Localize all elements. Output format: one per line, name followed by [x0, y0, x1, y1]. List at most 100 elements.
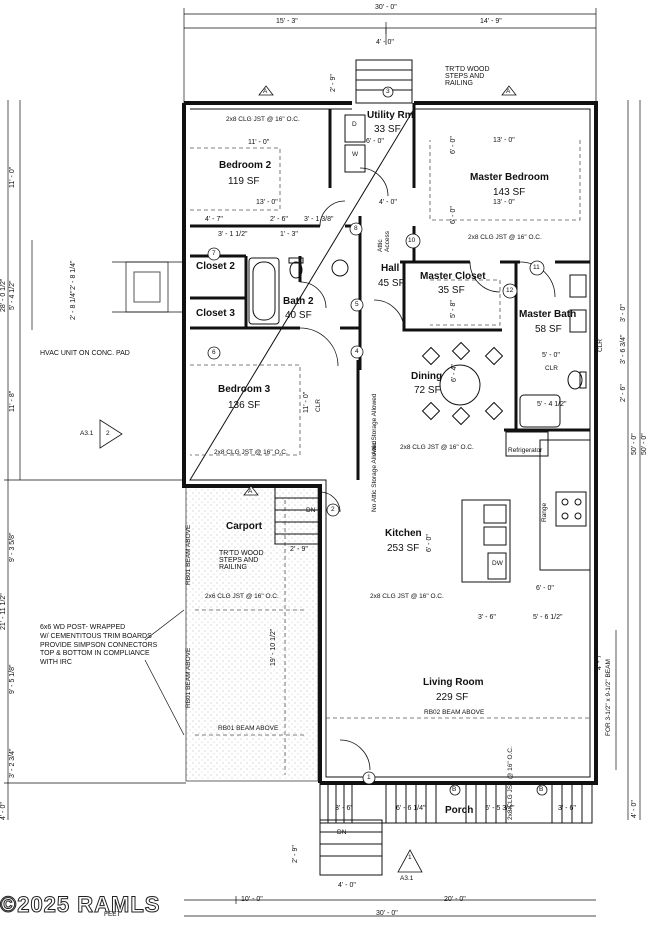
dim-left-2-8b: 2' - 8 1/4" — [70, 290, 77, 320]
living-room-label: Living Room — [423, 677, 484, 688]
porch-label: Porch — [445, 805, 474, 816]
kitchen-area: 253 SF — [387, 543, 420, 554]
dim-left-9-3: 9' - 3 5/8" — [9, 532, 16, 562]
tag-3-top: 3 — [386, 88, 390, 95]
note-refrigerator: Refrigerator — [508, 447, 543, 454]
tag-a-right: A — [506, 88, 511, 95]
sheet-ref-left-num: 2 — [106, 430, 110, 437]
dim-carport-h: 19' - 10 1/2" — [270, 628, 277, 666]
dim-k-3-6: 3' - 6" — [478, 614, 496, 621]
dim-right-4: 4' - 0" — [631, 800, 638, 818]
dining-label: Dining — [411, 371, 443, 382]
dim-kitchen-h: 6' - 0" — [426, 534, 433, 552]
dim-util-width: 6' - 0" — [366, 138, 384, 145]
dim-bottom-overall: 30' - 0" — [376, 910, 398, 917]
tag-a-carport: A — [248, 488, 253, 495]
dim-right-4-7: 4' - 7" — [596, 652, 603, 670]
dim-top-right: 14' - 9" — [480, 18, 502, 25]
dim-1-3: 1' - 3" — [280, 231, 298, 238]
dim-master-bath-h: 3' - 0" — [620, 304, 627, 322]
note-clr-bath: CLR — [545, 365, 559, 372]
tag-2: 2 — [331, 506, 335, 513]
note-clr-mb: CLR — [597, 338, 604, 352]
carport-label: Carport — [226, 521, 263, 532]
tag-a-left: A — [263, 88, 268, 95]
bedroom2-label: Bedroom 2 — [219, 160, 272, 171]
sheet-ref-left: A3.1 — [80, 430, 94, 437]
note-dn-porch: DN — [337, 829, 347, 836]
note-range: Range — [541, 502, 548, 522]
note-post: 6x6 WD POST- WRAPPED W/ CEMENTITOUS TRIM… — [40, 624, 158, 666]
dim-master-bath-h2: 3' - 6 3/4" — [620, 334, 627, 364]
master-bedroom-label: Master Bedroom — [470, 172, 549, 183]
dim-dining-h: 6' - 4" — [451, 364, 458, 382]
bedroom3-area: 136 SF — [228, 400, 261, 411]
note-beam-right: FOR 3-1/2" x 9-1/2" BEAM — [605, 659, 612, 736]
closet2-label: Closet 2 — [196, 261, 235, 272]
dim-bottom-left: 10' - 0" — [241, 896, 263, 903]
dim-bed3-h: 11' - 0" — [303, 391, 310, 413]
note-jst-carport: 2x6 CLG JST @ 16" O.C. — [205, 593, 279, 600]
dim-porch-3-6a: 3' - 6" — [335, 805, 353, 812]
tag-5: 5 — [355, 301, 359, 308]
sheet-ref-bottom: A3.1 — [400, 875, 414, 882]
bath2-area: 40 SF — [285, 310, 312, 321]
dim-kitchen-w: 6' - 0" — [536, 585, 554, 592]
sheet-ref-bottom-num: 1 — [408, 854, 412, 861]
dim-master-bath-h3: 2' - 6" — [620, 384, 627, 402]
note-steps-top: TR'TD WOOD STEPS AND RAILING — [445, 66, 490, 87]
note-rb01-b: RB01 BEAM ABOVE — [185, 647, 192, 708]
dim-left-11-8: 11' - 8" — [9, 390, 16, 412]
dim-k-5-6: 5' - 6 1/2" — [533, 614, 563, 621]
note-jst-living: 2x8 CLG JST @ 16" O.C. — [370, 593, 444, 600]
note-no-attic-storage: No Attic Storage Allowed — [371, 440, 378, 512]
dim-util-height: 4' - 0" — [379, 199, 397, 206]
tag-8: 8 — [354, 225, 358, 232]
exterior-walls-inner — [189, 108, 591, 778]
dim-carport-step: 2' - 9" — [290, 546, 308, 553]
dim-left-2-8: 2' - 8 1/4" — [70, 260, 77, 290]
dim-porch-6-5: 6' - 5 3/4" — [485, 805, 515, 812]
master-closet-area: 35 SF — [438, 285, 465, 296]
dim-master-inner: 13' - 0" — [493, 199, 515, 206]
note-jst-bed2: 2x8 CLG JST @ 16" O.C. — [226, 116, 300, 123]
tag-7: 7 — [212, 250, 216, 257]
dim-left-9-5: 9' - 5 1/8" — [9, 664, 16, 694]
dining-area: 72 SF — [414, 385, 441, 396]
dim-2-6: 2' - 6" — [270, 216, 288, 223]
note-attic-access: Attic Access — [377, 231, 391, 252]
dim-steps-height: 2' - 9" — [330, 74, 337, 92]
note-feet: FEET — [104, 911, 121, 918]
tag-b-porch1: B — [452, 786, 457, 793]
dim-master-h1: 6' - 0" — [450, 136, 457, 154]
watermark: ©2025 RAMLS — [0, 892, 161, 917]
note-dryer: D — [352, 121, 357, 128]
dim-bottom-right: 20' - 0" — [444, 896, 466, 903]
note-jst-bed3: 2x8 CLG JST @ 16" O.C. — [214, 449, 288, 456]
dim-porch-3-6b: 3' - 6" — [558, 805, 576, 812]
master-closet-label: Master Closet — [420, 271, 486, 282]
note-dw: DW — [492, 560, 503, 567]
dim-steps-width: 4' - 0" — [376, 39, 394, 46]
note-hvac: HVAC UNIT ON CONC. PAD — [40, 350, 130, 357]
dim-bed2-inner: 13' - 0" — [256, 199, 278, 206]
dim-right-50b: 50' - 0" — [641, 433, 648, 455]
dim-right-50a: 50' - 0" — [631, 433, 638, 455]
dim-master-bath-w: 5' - 0" — [542, 352, 560, 359]
dim-left-21: 21' - 11 1/2" — [0, 593, 7, 630]
bedroom2-area: 119 SF — [228, 176, 260, 187]
dim-left-11: 11' - 0" — [9, 166, 16, 188]
note-jst-master: 2x8 CLG JST @ 16" O.C. — [468, 234, 542, 241]
note-jst-porch: 2x8 CLG JST @ 16" O.C. — [507, 746, 514, 820]
tag-b-porch2: B — [539, 786, 544, 793]
dim-left-4: 4' - 0" — [0, 802, 7, 820]
dim-porch-steps-h: 2' - 9" — [292, 845, 299, 863]
dim-master-width: 13' - 0" — [493, 137, 515, 144]
kitchen-label: Kitchen — [385, 528, 422, 539]
hall-area: 45 SF — [378, 278, 405, 289]
dim-porch-6-6: 6' - 6 1/4" — [396, 805, 426, 812]
tag-4: 4 — [355, 348, 359, 355]
dim-3-1-2: 3' - 1 1/2" — [218, 231, 248, 238]
note-washer: W — [352, 151, 359, 158]
dim-left-5-4: 5' - 4 1/2" — [9, 280, 16, 310]
